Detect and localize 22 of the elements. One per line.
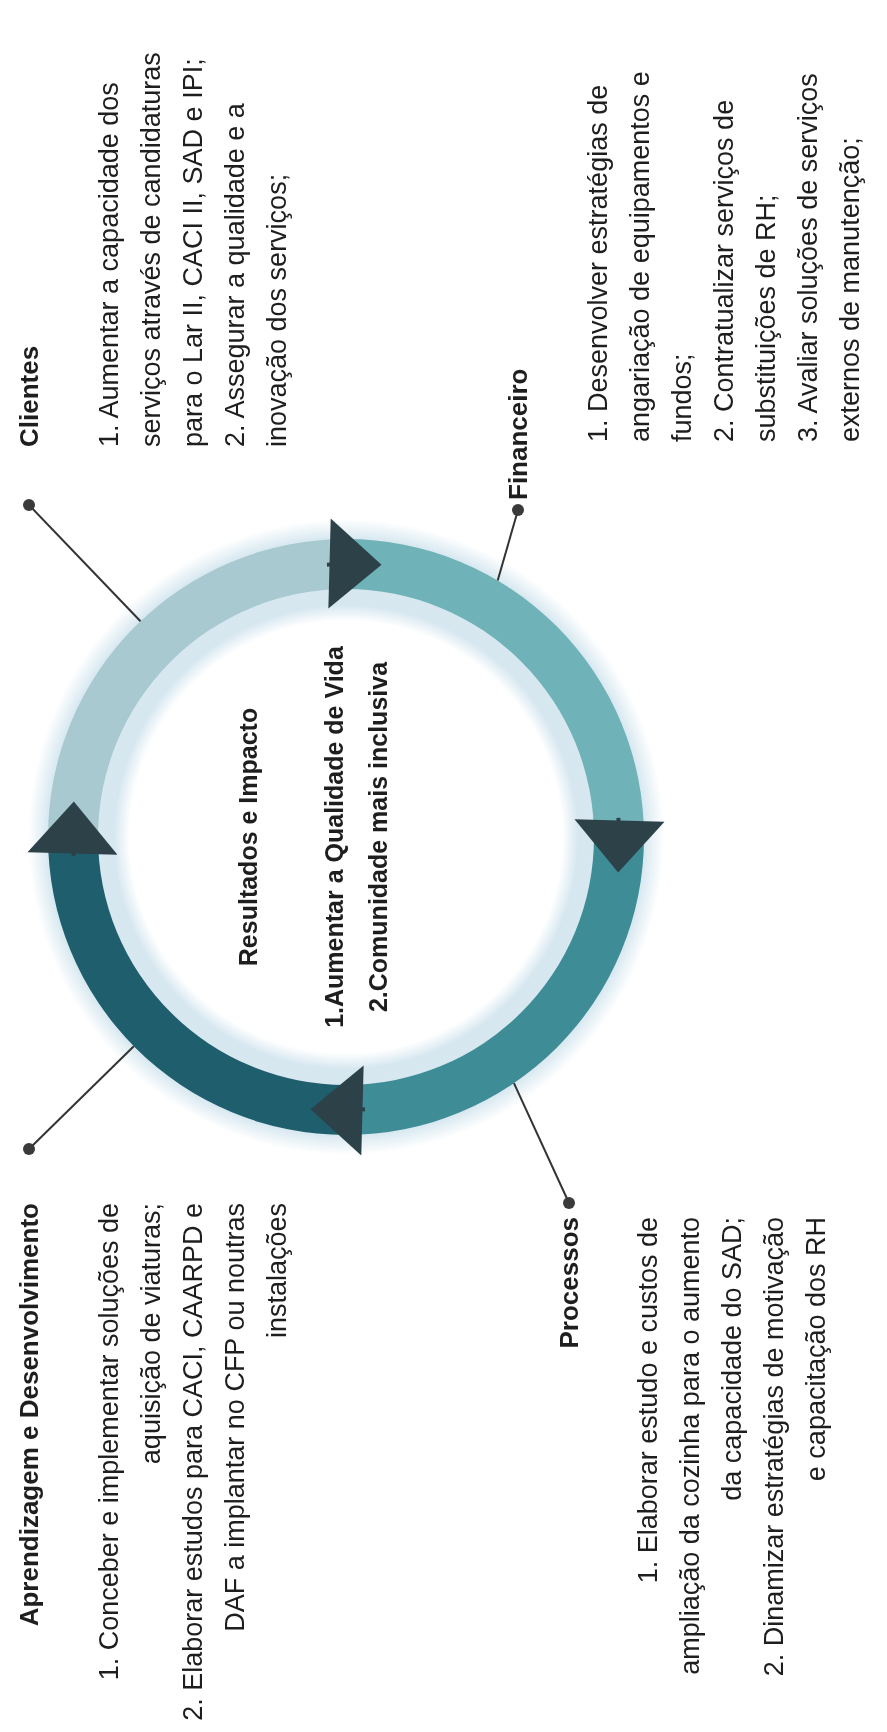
leader-line: [512, 1082, 575, 1209]
center-title: Resultados e Impacto: [233, 706, 263, 969]
cycle-arrow: [310, 1065, 366, 1156]
category-heading: Processos: [553, 1217, 585, 1351]
objective-text: 1. Elaborar estudo e custos de ampliação da cozinha para o aumento da capacidade do SAD;: [632, 1217, 748, 1677]
objective-text: 2. Assegurar a qualidade e a inovação dos serviços;: [219, 102, 293, 447]
cycle-arrow: [574, 817, 665, 873]
category-heading: Aprendizagem e Desenvolvimento: [13, 1203, 45, 1629]
leader-line: [23, 1045, 135, 1155]
objective-text: 1. Conceber e implementar soluções de aquisição de viaturas;: [93, 1203, 167, 1683]
cycle-arrow: [326, 518, 382, 609]
leader-line: [496, 504, 524, 582]
objective-text: 1. Aumentar a capacidade dos serviços através de candidaturas para o Lar II, CACI II, SAD e IPI;: [93, 51, 209, 447]
center-goal: 1.Aumentar a Qualidade de Vida: [319, 645, 349, 1030]
objective-text: 2. Contratualizar serviços de substituições de RH;: [708, 98, 782, 442]
category-heading: Clientes: [13, 344, 45, 447]
objective-text: 3. Avaliar soluções de serviços externos de manutenção;: [792, 72, 866, 442]
cycle-arrow: [27, 801, 118, 857]
center-goal: 2.Comunidade mais inclusiva: [363, 660, 393, 1015]
leader-line: [23, 499, 142, 623]
category-heading: Financeiro: [502, 367, 534, 500]
objective-text: 1. Desenvolver estratégias de angariação de equipamentos e fundos;: [582, 70, 698, 442]
